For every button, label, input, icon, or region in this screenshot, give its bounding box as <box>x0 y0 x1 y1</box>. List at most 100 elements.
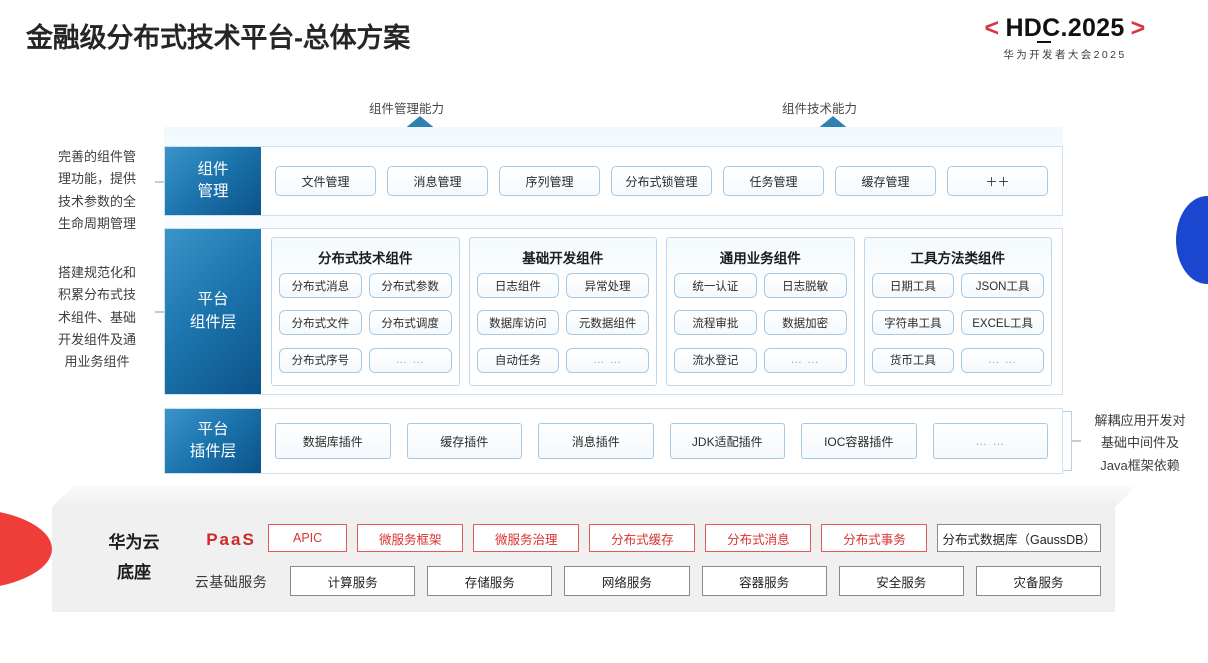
logo-bracket-right-icon: > <box>1130 14 1146 42</box>
foundation-title: 华为云 底座 <box>80 528 188 588</box>
layer-platform-components: 平台 组件层 分布式技术组件 分布式消息 分布式参数 分布式文件 分布式调度 分… <box>164 228 1063 395</box>
chip-distributed-scheduling[interactable]: 分布式调度 <box>368 310 452 336</box>
logo-text: HDC.2025 <box>1005 14 1125 42</box>
chip-cache-plugin[interactable]: 缓存插件 <box>406 423 522 459</box>
chip-distributed-lock-management[interactable]: 分布式锁管理 <box>611 166 712 196</box>
chip-distributed-message[interactable]: 分布式消息 <box>279 273 362 298</box>
foundation-slab: 华为云 底座 PaaS 云基础服务 APIC 微服务框架 微服务治理 分布式缓存… <box>52 506 1115 612</box>
chip-add-more[interactable]: ＋＋ <box>947 166 1048 196</box>
chip-metadata-component[interactable]: 元数据组件 <box>566 310 649 336</box>
chip-more-ellipsis[interactable]: … … <box>961 347 1044 373</box>
box-storage-service[interactable]: 存储服务 <box>427 566 553 596</box>
plugin-chip-list: 数据库插件 缓存插件 消息插件 JDK适配插件 IOC容器插件 … … <box>261 409 1062 473</box>
box-distributed-message[interactable]: 分布式消息 <box>705 524 812 552</box>
cloud-base-service-list: 计算服务 存储服务 网络服务 容器服务 安全服务 灾备服务 <box>290 566 1102 596</box>
chip-cache-management[interactable]: 缓存管理 <box>835 166 936 196</box>
chip-excel-tool[interactable]: EXCEL工具 <box>961 310 1044 336</box>
chip-unified-authentication[interactable]: 统一认证 <box>674 273 757 298</box>
box-container-service[interactable]: 容器服务 <box>701 566 827 596</box>
left-note-platform-components: 搭建规范化和 积累分布式技 术组件、基础 开发组件及通 用业务组件 <box>57 265 136 370</box>
layer-label-line2: 管理 <box>197 183 229 200</box>
box-disaster-recovery-service[interactable]: 灾备服务 <box>975 566 1102 596</box>
chip-string-tool[interactable]: 字符串工具 <box>871 310 955 336</box>
foundation-title-line2: 底座 <box>117 562 151 582</box>
right-note-plugin-layer: 解耦应用开发对 基础中间件及 Java框架依赖 <box>1094 413 1186 473</box>
chip-distributed-sequence[interactable]: 分布式序号 <box>279 347 362 373</box>
chip-distributed-parameter[interactable]: 分布式参数 <box>368 273 452 298</box>
layer-label-line1: 平台 <box>197 291 229 309</box>
layer-label-component-management: 组件 管理 <box>165 147 261 215</box>
hdc-logo: < HDC.2025 > 华为开发者大会2025 <box>940 14 1190 62</box>
box-apic[interactable]: APIC <box>268 524 348 552</box>
cloud-base-service-label: 云基础服务 <box>194 574 268 590</box>
logo-underline-icon <box>1037 41 1052 43</box>
paas-service-list: APIC 微服务框架 微服务治理 分布式缓存 分布式消息 分布式事务 分布式数据… <box>268 524 1101 552</box>
layer-label-platform-plugins: 平台 插件层 <box>165 409 261 473</box>
platform-component-groups: 分布式技术组件 分布式消息 分布式参数 分布式文件 分布式调度 分布式序号 … … <box>261 229 1062 394</box>
group-common-business-components: 通用业务组件 统一认证 日志脱敏 流程审批 数据加密 流水登记 … … <box>666 237 855 386</box>
chip-log-desensitization[interactable]: 日志脱敏 <box>763 273 847 298</box>
layer-label-line1: 组件 <box>197 160 229 178</box>
chip-automatic-task[interactable]: 自动任务 <box>476 347 560 373</box>
chip-jdk-adapter-plugin[interactable]: JDK适配插件 <box>669 423 785 459</box>
box-compute-service[interactable]: 计算服务 <box>290 566 416 596</box>
group-title: 通用业务组件 <box>719 251 801 266</box>
bracket-tick-component <box>155 181 164 183</box>
blue-lens-decoration <box>1176 196 1208 284</box>
layer-platform-plugins: 平台 插件层 数据库插件 缓存插件 消息插件 JDK适配插件 IOC容器插件 …… <box>164 408 1063 474</box>
box-security-service[interactable]: 安全服务 <box>838 566 964 596</box>
logo-bracket-left-icon: < <box>984 14 1000 42</box>
chip-message-plugin[interactable]: 消息插件 <box>538 423 654 459</box>
group-utility-components: 工具方法类组件 日期工具 JSON工具 字符串工具 EXCEL工具 货币工具 …… <box>863 237 1052 386</box>
chip-data-encryption[interactable]: 数据加密 <box>763 310 847 336</box>
chip-currency-tool[interactable]: 货币工具 <box>871 347 955 373</box>
bracket-tick-platform <box>155 311 164 313</box>
layer-component-management: 组件 管理 文件管理 消息管理 序列管理 分布式锁管理 任务管理 缓存管理 ＋＋ <box>164 146 1063 216</box>
chip-process-approval[interactable]: 流程审批 <box>674 310 757 336</box>
chip-task-management[interactable]: 任务管理 <box>723 166 824 196</box>
chip-sequence-management[interactable]: 序列管理 <box>499 166 600 196</box>
arrow-caption-component-management: 组件管理能力 <box>369 102 445 116</box>
layer-label-line1: 平台 <box>197 420 229 438</box>
chip-date-tool[interactable]: 日期工具 <box>871 273 955 298</box>
chip-more-ellipsis[interactable]: … … <box>368 347 452 373</box>
chip-log-component[interactable]: 日志组件 <box>476 273 560 298</box>
box-network-service[interactable]: 网络服务 <box>564 566 690 596</box>
red-wedge-decoration <box>0 508 52 590</box>
group-title: 工具方法类组件 <box>910 251 1006 266</box>
foundation-title-line1: 华为云 <box>108 533 160 552</box>
box-distributed-database-gaussdb[interactable]: 分布式数据库（GaussDB） <box>937 524 1101 552</box>
chip-distributed-file[interactable]: 分布式文件 <box>279 310 362 336</box>
box-distributed-transaction[interactable]: 分布式事务 <box>821 524 928 552</box>
box-microservice-framework[interactable]: 微服务框架 <box>357 524 464 552</box>
chip-more-ellipsis[interactable]: … … <box>932 423 1048 459</box>
layer-label-line2: 插件层 <box>189 443 237 460</box>
chip-message-management[interactable]: 消息管理 <box>387 166 488 196</box>
group-title: 分布式技术组件 <box>318 251 413 266</box>
box-distributed-cache[interactable]: 分布式缓存 <box>589 524 696 552</box>
left-note-component-management: 完善的组件管 理功能，提供 技术参数的全 生命周期管理 <box>57 149 136 232</box>
layer-label-line2: 组件层 <box>189 313 237 331</box>
chip-more-ellipsis[interactable]: … … <box>566 347 649 373</box>
bracket-tick-plugin <box>1072 440 1081 442</box>
arrow-caption-component-technology: 组件技术能力 <box>782 102 858 116</box>
chip-exception-handling[interactable]: 异常处理 <box>566 273 649 298</box>
paas-label: PaaS <box>206 530 256 549</box>
chip-database-access[interactable]: 数据库访问 <box>476 310 560 336</box>
group-basic-dev-components: 基础开发组件 日志组件 异常处理 数据库访问 元数据组件 自动任务 … … <box>468 237 657 386</box>
chip-json-tool[interactable]: JSON工具 <box>961 273 1044 298</box>
chip-database-plugin[interactable]: 数据库插件 <box>275 423 391 459</box>
group-title: 基础开发组件 <box>522 251 604 266</box>
chip-file-management[interactable]: 文件管理 <box>275 166 376 196</box>
logo-subtitle: 华为开发者大会2025 <box>1003 49 1127 61</box>
chip-transaction-record[interactable]: 流水登记 <box>674 347 757 373</box>
chip-ioc-container-plugin[interactable]: IOC容器插件 <box>801 423 917 459</box>
bracket-plugin-layer <box>1062 411 1072 471</box>
page-title: 金融级分布式技术平台-总体方案 <box>26 23 410 53</box>
group-distributed-tech-components: 分布式技术组件 分布式消息 分布式参数 分布式文件 分布式调度 分布式序号 … … <box>271 237 460 386</box>
component-management-chip-list: 文件管理 消息管理 序列管理 分布式锁管理 任务管理 缓存管理 ＋＋ <box>261 147 1062 215</box>
layer-label-platform-components: 平台 组件层 <box>165 229 261 394</box>
box-microservice-governance[interactable]: 微服务治理 <box>473 524 580 552</box>
chip-more-ellipsis[interactable]: … … <box>763 347 847 373</box>
